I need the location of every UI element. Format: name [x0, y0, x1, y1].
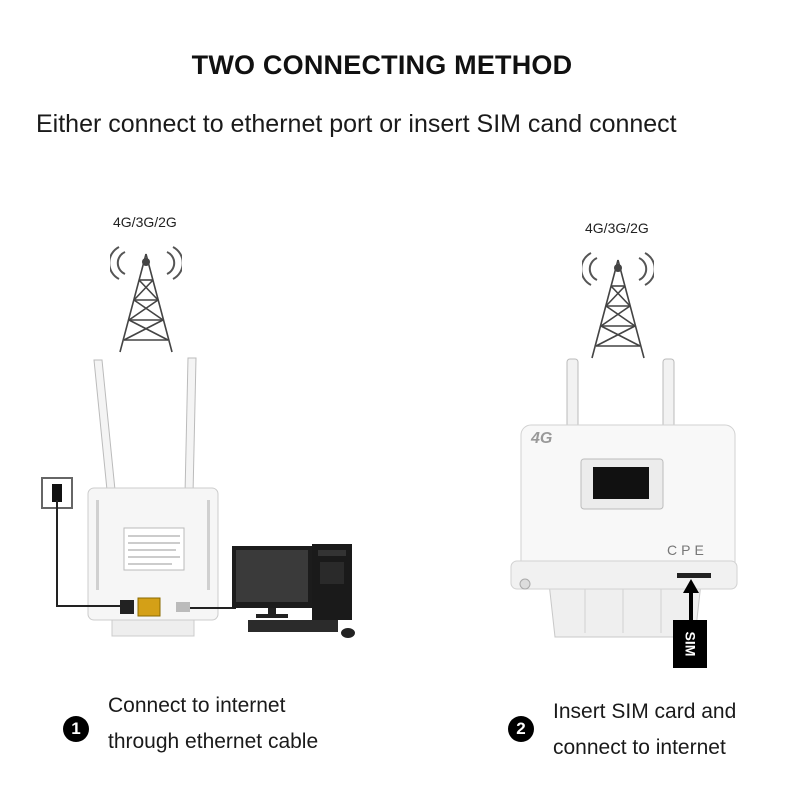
cell-tower-icon-right	[582, 252, 654, 359]
cpe-router-illustration: 4G CPE	[510, 358, 738, 638]
step-1-line-1: Connect to internet	[108, 694, 286, 717]
network-label-left: 4G/3G/2G	[113, 214, 177, 230]
step-1-line-2: through ethernet cable	[108, 730, 319, 753]
step-2-badge: 2	[508, 716, 534, 742]
sim-card-label: SIM	[673, 620, 707, 668]
cell-tower-icon-left	[110, 246, 182, 353]
device-model-cpe: CPE	[667, 542, 708, 558]
step-1-description: Connect to internet through ethernet cab…	[108, 688, 318, 760]
step-2-line-1: Insert SIM card and	[553, 700, 737, 723]
step-1-badge: 1	[63, 716, 89, 742]
ethernet-connection-illustration	[41, 357, 355, 638]
page-subtitle: Either connect to ethernet port or inser…	[36, 110, 677, 138]
page-title: TWO CONNECTING METHOD	[191, 50, 573, 80]
device-badge-4g: 4G	[530, 430, 552, 447]
network-label-right: 4G/3G/2G	[585, 220, 649, 236]
step-2-description: Insert SIM card and connect to internet	[553, 694, 736, 766]
step-2-line-2: connect to internet	[553, 736, 726, 759]
